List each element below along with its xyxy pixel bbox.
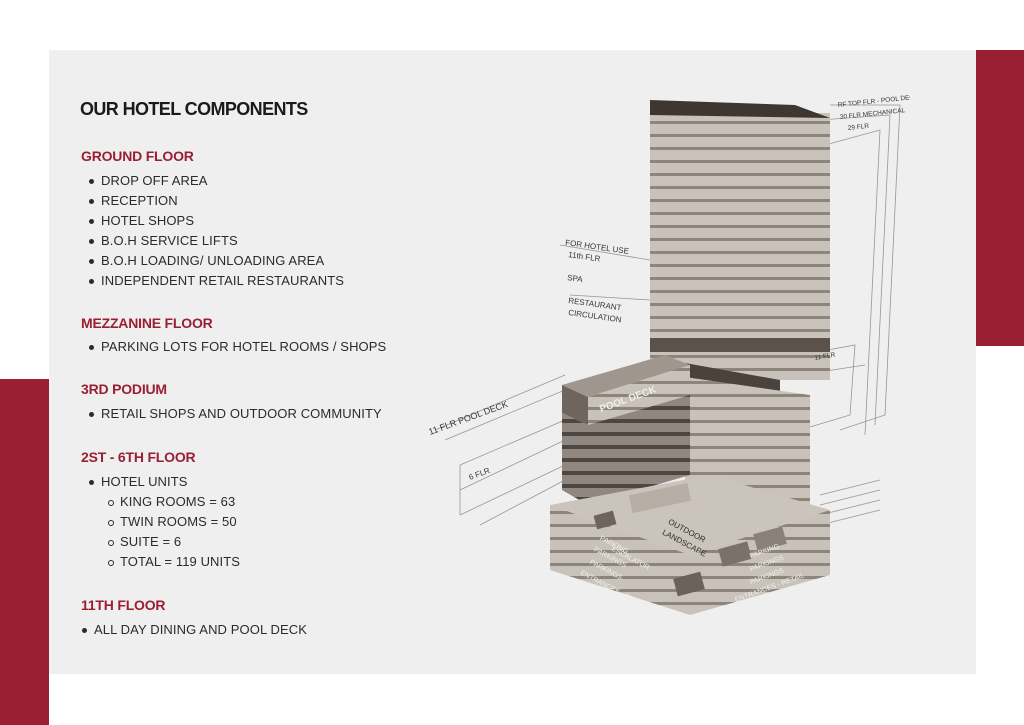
wireframe-lines	[434, 104, 901, 526]
list-item: DROP OFF AREA	[89, 171, 344, 191]
mechanical-label: 30 FLR MECHANICAL	[839, 107, 905, 121]
section-heading-ground-floor: GROUND FLOOR	[81, 148, 194, 164]
podium-block	[562, 355, 690, 505]
mezzanine-floor-list: PARKING LOTS FOR HOTEL ROOMS / SHOPS	[89, 337, 386, 357]
list-item: HOTEL UNITS	[89, 472, 240, 492]
list-item: INDEPENDENT RETAIL RESTAURANTS	[89, 271, 344, 291]
3rd-podium-list: RETAIL SHOPS AND OUTDOOR COMMUNITY	[89, 404, 382, 424]
2st-6th-floor-list: HOTEL UNITS KING ROOMS = 63 TWIN ROOMS =…	[89, 472, 240, 572]
tower	[650, 100, 830, 505]
list-item: RETAIL SHOPS AND OUTDOOR COMMUNITY	[89, 404, 382, 424]
list-item: ALL DAY DINING AND POOL DECK	[82, 620, 307, 640]
sub-list-item: KING ROOMS = 63	[108, 492, 240, 512]
sub-list-item: TWIN ROOMS = 50	[108, 512, 240, 532]
floor-6-label: 6 FLR	[468, 466, 492, 482]
floor-11-right-label: 11 FLR	[814, 351, 836, 362]
spa-label: SPA	[567, 273, 584, 284]
list-item: B.O.H SERVICE LIFTS	[89, 231, 344, 251]
list-item: B.O.H LOADING/ UNLOADING AREA	[89, 251, 344, 271]
section-heading-mezzanine-floor: MEZZANINE FLOOR	[81, 315, 213, 331]
accent-bar-left	[0, 379, 49, 725]
building-diagram: POOL DECK OUTDOOR LANDSCAPE ESCALATOR PA…	[427, 93, 910, 615]
sub-list-item: SUITE = 6	[108, 532, 240, 552]
sub-list-item: TOTAL = 119 UNITS	[108, 552, 240, 572]
pool-deck-floor-label: 11 FLR POOL DECK	[427, 399, 509, 437]
list-item: PARKING LOTS FOR HOTEL ROOMS / SHOPS	[89, 337, 386, 357]
section-heading-2st-6th-floor: 2ST - 6TH FLOOR	[81, 449, 196, 465]
floor-29-label: 29 FLR	[847, 123, 869, 132]
base-podium	[550, 475, 830, 615]
11th-floor-list: ALL DAY DINING AND POOL DECK	[82, 620, 307, 640]
rf-pool-deck-label: RF TOP FLR - POOL DECK	[837, 93, 910, 109]
section-heading-3rd-podium: 3RD PODIUM	[81, 381, 167, 397]
ground-floor-list: DROP OFF AREA RECEPTION HOTEL SHOPS B.O.…	[89, 171, 344, 291]
accent-bar-right	[976, 50, 1024, 346]
list-item: HOTEL SHOPS	[89, 211, 344, 231]
section-heading-11th-floor: 11TH FLOOR	[81, 597, 166, 613]
list-item: RECEPTION	[89, 191, 344, 211]
page-title: OUR HOTEL COMPONENTS	[80, 99, 308, 119]
eleventh-flr-label: 11th FLR	[568, 250, 601, 263]
